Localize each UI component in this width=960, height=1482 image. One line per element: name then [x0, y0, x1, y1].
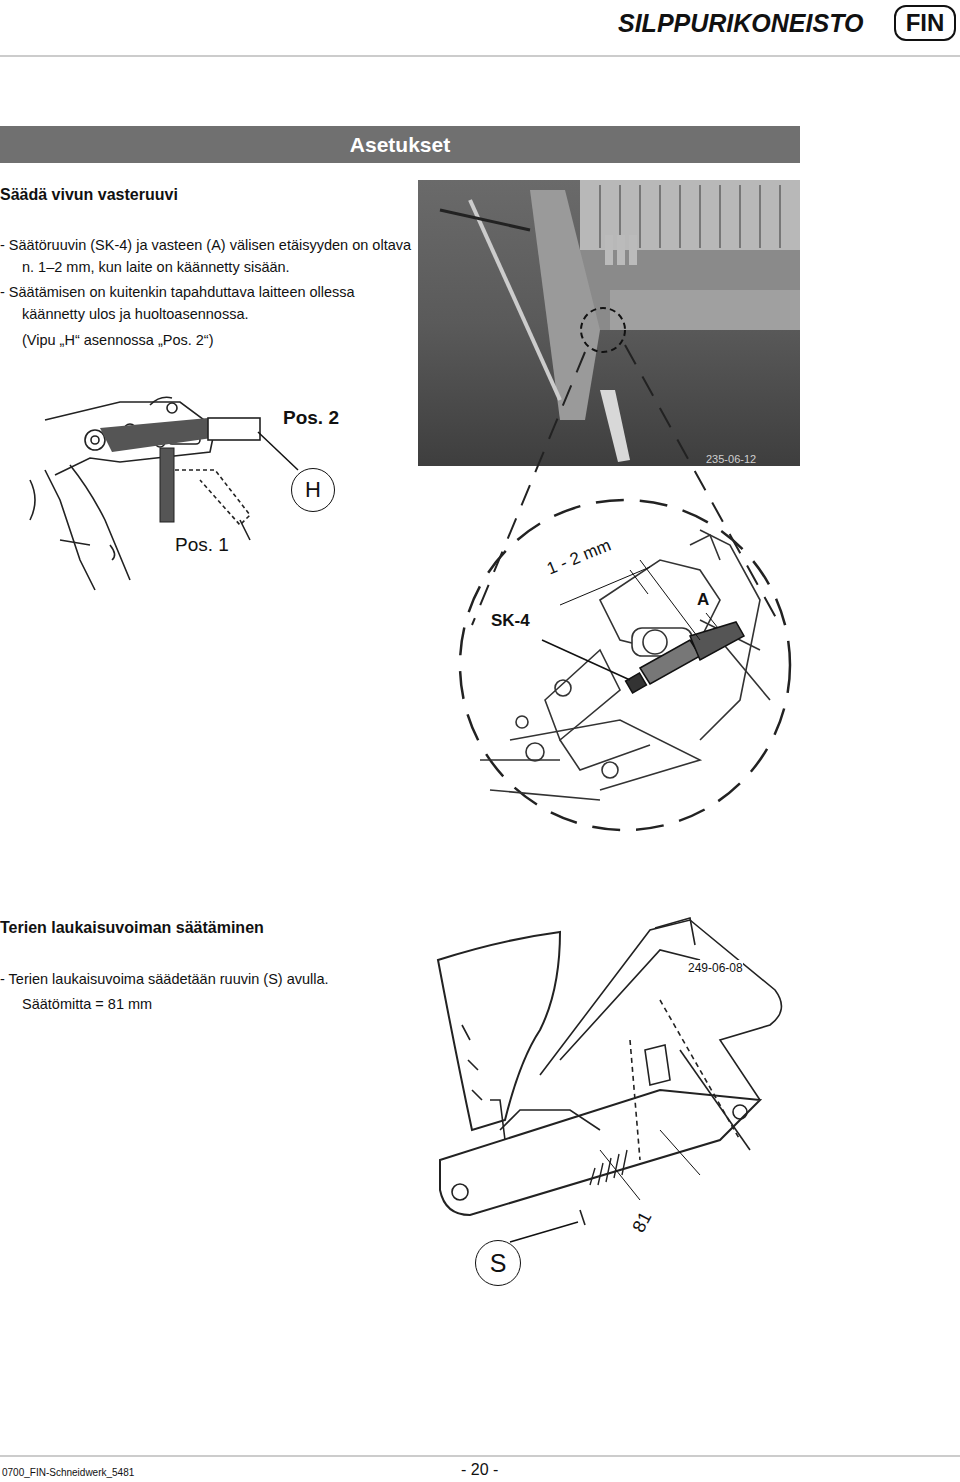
- callout-circle: S: [475, 1240, 521, 1286]
- section-heading: Säädä vivun vasteruuvi: [0, 184, 420, 206]
- figure-number: 235-06-12: [706, 448, 756, 470]
- page-number: - 20 -: [461, 1460, 498, 1480]
- node-text: H: [305, 477, 321, 503]
- figure-number: 249-06-08: [688, 960, 743, 976]
- part-label: A: [697, 589, 709, 611]
- instruction-text: - Säätöruuvin (SK-4) ja vasteen (A) väli…: [0, 234, 420, 278]
- document-id: 0700_FIN-Schneidwerk_5481: [2, 1466, 134, 1480]
- node-text: FIN: [906, 9, 945, 37]
- instruction-text: - Terien laukaisuvoima säädetään ruuvin …: [0, 968, 420, 990]
- dimension-label: 1 - 2 mm: [544, 536, 614, 580]
- instruction-note: (Vipu „H“ asennossa „Pos. 2“): [22, 329, 422, 351]
- section-heading: Terien laukaisuvoiman säätäminen: [0, 917, 420, 939]
- callout-circle: H: [291, 468, 335, 512]
- section-band: Asetukset: [0, 126, 800, 163]
- page-title: SILPPURIKONEISTO: [618, 6, 863, 40]
- instruction-text: - Säätämisen on kuitenkin tapahduttava l…: [0, 281, 420, 325]
- dimension-label: 81: [628, 1208, 655, 1235]
- node-text: Asetukset: [350, 133, 450, 157]
- position-label: Pos. 2: [283, 407, 339, 429]
- part-label: SK-4: [491, 610, 530, 632]
- instruction-text: Säätömitta = 81 mm: [22, 993, 422, 1015]
- position-label: Pos. 1: [175, 534, 229, 556]
- language-tab: FIN: [894, 5, 956, 41]
- node-text: S: [490, 1249, 507, 1278]
